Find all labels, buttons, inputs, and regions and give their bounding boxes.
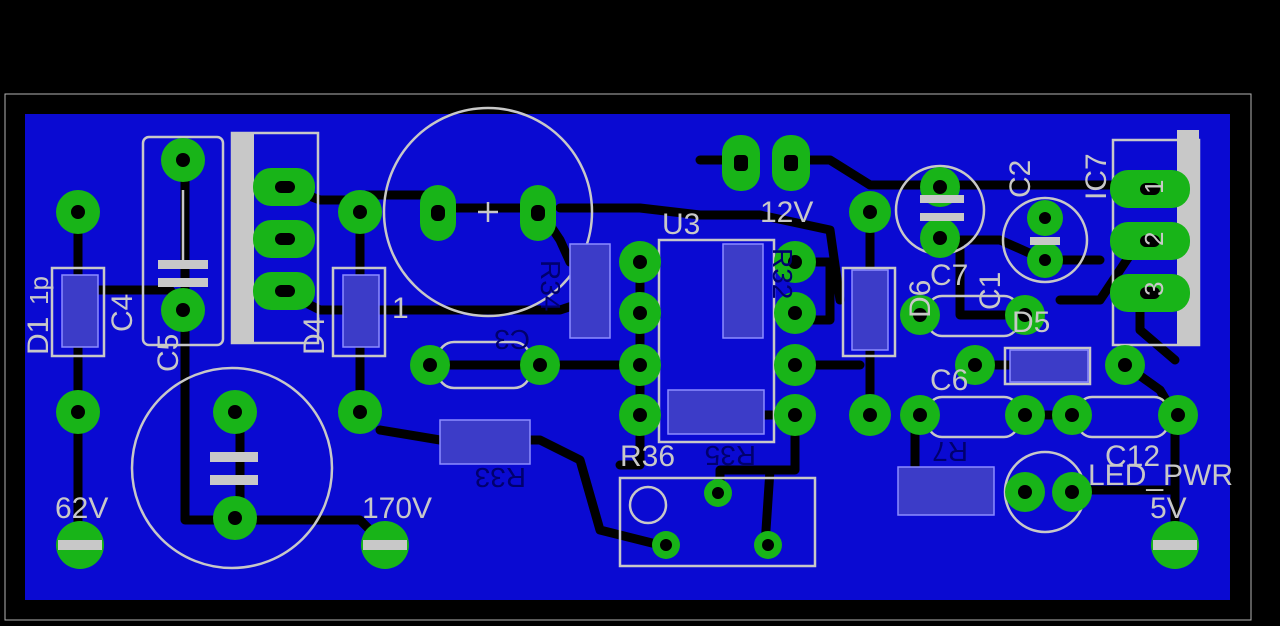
label-5v: 5V (1150, 492, 1187, 525)
pad-d1-top (56, 190, 100, 234)
label-led-pwr: LED_PWR (1088, 459, 1233, 492)
label-ic-pin3: 3 (1139, 282, 1169, 296)
labels: D1 1p C4 C5 D4 1 U3 R34 C3 R32 12V IC7 C… (22, 153, 1233, 525)
label-d4: D4 (298, 317, 331, 355)
pad-c4-plus (213, 390, 257, 434)
pads (56, 135, 1199, 569)
label-r34: R34 (535, 260, 566, 311)
label-d5: D5 (1012, 306, 1050, 339)
label-r35: R35 (705, 440, 756, 471)
label-ic-pin2: 2 (1139, 232, 1169, 246)
pad-c4-minus (213, 496, 257, 540)
pad-d1-bottom (56, 390, 100, 434)
label-ic-pin1: 1 (1139, 180, 1169, 194)
label-12v: 12V (760, 196, 813, 229)
pad-d4-top (338, 190, 382, 234)
label-c4: C4 (106, 294, 139, 332)
label-r32: R32 (767, 248, 798, 299)
pad-d4-bottom (338, 390, 382, 434)
label-r33: R33 (475, 462, 526, 493)
label-c6: C6 (930, 364, 968, 397)
label-d4-sub: 1 (392, 292, 409, 325)
label-u3: U3 (662, 208, 700, 241)
label-c2: C2 (1004, 160, 1037, 198)
pad-c5-bottom (161, 288, 205, 332)
label-c5: C5 (152, 334, 185, 372)
label-d1: D1 (22, 317, 55, 355)
label-d1-sub: 1p (24, 276, 54, 305)
board-outline (4, 93, 1252, 621)
label-ic7: IC7 (1080, 153, 1113, 200)
label-c3: C3 (494, 324, 530, 355)
label-170v: 170V (362, 492, 432, 525)
label-c7: C7 (930, 259, 968, 292)
label-c1: C1 (974, 272, 1007, 310)
label-d6: D6 (904, 280, 937, 318)
smd-parts (61, 195, 1089, 516)
label-r36: R36 (620, 440, 675, 473)
pad-c5-top (161, 138, 205, 182)
label-r7: R7 (932, 436, 968, 467)
label-c12: C12 (1105, 440, 1160, 473)
label-62v: 62V (55, 492, 108, 525)
